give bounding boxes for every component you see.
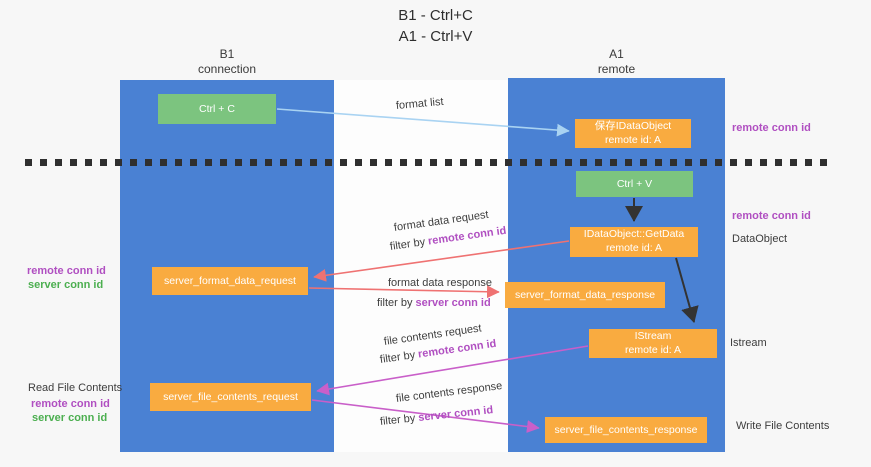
node-saved-idataobject: 保存IDataObject remote id: A (575, 119, 691, 148)
left-label-server-conn-id-format: server conn id (28, 279, 104, 291)
node-ctrl-c: Ctrl + C (158, 94, 276, 124)
node-istream-line2: remote id: A (624, 343, 682, 356)
column-a1-name: A1 (609, 47, 624, 61)
node-getdata-line2: remote id: A (605, 242, 663, 254)
node-server-format-data-response: server_format_data_response (505, 282, 665, 308)
node-server-file-contents-response: server_file_contents_response (545, 417, 707, 443)
node-ctrl-c-label: Ctrl + C (199, 103, 235, 115)
node-getdata-line1: IDataObject::GetData (583, 228, 685, 241)
node-istream: IStream remote id: A (589, 329, 717, 358)
left-label-remote-conn-id-format: remote conn id (27, 265, 106, 277)
left-label-server-conn-id-file: server conn id (32, 412, 108, 424)
node-istream-line1: IStream (634, 329, 672, 342)
node-server-file-contents-request: server_file_contents_request (150, 383, 311, 411)
title-line-2: A1 - Ctrl+V (398, 28, 473, 45)
right-label-remote-conn-id-mid: remote conn id (732, 210, 811, 222)
title-line-1: B1 - Ctrl+C (398, 7, 473, 24)
flow-label-format-data-response: format data response (388, 277, 492, 289)
node-saved-idataobject-line1: 保存IDataObject (594, 119, 672, 132)
filter-by-text: filter by (377, 297, 416, 309)
column-header-a1: A1 remote (508, 47, 725, 77)
diagram-title: B1 - Ctrl+C A1 - Ctrl+V (0, 5, 871, 47)
node-server-format-data-request: server_format_data_request (152, 267, 308, 295)
left-label-read-file-contents: Read File Contents (28, 382, 123, 394)
node-ctrl-v: Ctrl + V (576, 171, 693, 197)
node-saved-idataobject-line2: remote id: A (604, 133, 662, 146)
right-label-dataobject: DataObject (732, 233, 788, 245)
right-label-istream: Istream (730, 337, 767, 349)
left-label-remote-conn-id-file: remote conn id (31, 398, 110, 410)
column-a1-subtitle: remote (597, 62, 636, 76)
right-label-write-file-contents: Write File Contents (736, 420, 830, 432)
right-label-remote-conn-id-top: remote conn id (732, 122, 811, 134)
node-format-response-label: server_format_data_response (514, 289, 656, 301)
node-idataobject-getdata: IDataObject::GetData remote id: A (570, 227, 698, 257)
node-file-response-label: server_file_contents_response (554, 424, 698, 436)
node-file-request-label: server_file_contents_request (163, 391, 298, 403)
server-conn-id-text: server conn id (415, 297, 491, 309)
column-header-b1: B1 connection (120, 47, 334, 77)
column-b1-subtitle: connection (197, 62, 257, 76)
node-ctrl-v-label: Ctrl + V (616, 178, 653, 190)
column-b1-name: B1 (219, 47, 235, 61)
flow-label-format-response-filter: filter by server conn id (377, 297, 491, 309)
node-format-request-label: server_format_data_request (164, 275, 296, 287)
clipboard-boundary-dashed-line (25, 159, 831, 166)
